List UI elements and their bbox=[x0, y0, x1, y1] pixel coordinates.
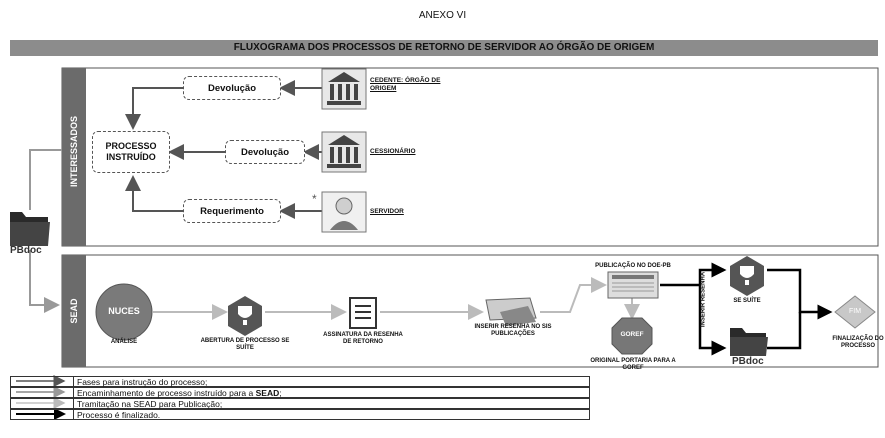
abertura-label: ABERTURA DE PROCESSO SE SUÍTE bbox=[200, 338, 290, 351]
analise-label: ANÁLISE bbox=[110, 339, 138, 345]
pbdoc-logo-right: PBdoc bbox=[732, 356, 764, 367]
goref-node bbox=[611, 317, 653, 355]
cessionario-label: CESSIONÁRIO bbox=[370, 148, 416, 155]
devolucao-box-1: Devolução bbox=[183, 76, 281, 100]
fim-label: FIM bbox=[848, 308, 862, 315]
legend-text-3: Tramitação na SEAD para Publicação; bbox=[77, 399, 223, 409]
legend-text-1: Fases para instrução do processo; bbox=[77, 377, 208, 387]
servidor-label: SERVIDOR bbox=[370, 208, 404, 215]
nuces-label: NUCES bbox=[108, 306, 140, 316]
original-portaria-label: ORIGINAL PORTARIA PARA A GOREF bbox=[590, 358, 676, 371]
assinatura-label: ASSINATURA DA RESENHA DE RETORNO bbox=[323, 332, 403, 345]
legend-row-3: Tramitação na SEAD para Publicação; bbox=[10, 398, 590, 409]
asterisk-marker: * bbox=[312, 192, 317, 206]
lane-label-interessados: INTERESSADOS bbox=[69, 115, 79, 187]
devolucao-box-2: Devolução bbox=[225, 140, 305, 164]
folder-icon-right bbox=[730, 328, 768, 356]
lane-sead-header bbox=[62, 255, 86, 367]
goref-label: GOREF bbox=[620, 331, 644, 338]
pbdoc-logo-left: PBdoc bbox=[10, 245, 42, 256]
lane-interessados-header bbox=[62, 68, 86, 246]
trophy-icon-abertura bbox=[228, 296, 262, 336]
newspaper-icon-doe bbox=[607, 271, 659, 299]
inserir-sis-label: INSERIR RESENHA NO SIS PUBLICAÇÕES bbox=[474, 324, 552, 337]
legend-text-4: Processo é finalizado. bbox=[77, 410, 161, 420]
folder-icon-left bbox=[10, 212, 50, 246]
fim-node bbox=[834, 295, 876, 329]
requerimento-box: Requerimento bbox=[183, 199, 281, 223]
legend-row-4: Processo é finalizado. bbox=[10, 409, 590, 420]
se-suite-label: SE SUÍTE bbox=[733, 298, 761, 304]
lane-label-sead: SEAD bbox=[69, 298, 79, 324]
legend-row-1: Fases para instrução do processo; bbox=[10, 376, 590, 387]
legend-text-2: Encaminhamento de processo instruído par… bbox=[77, 388, 282, 398]
publicacao-label: PUBLICAÇÃO NO DOE-PB bbox=[595, 263, 671, 269]
paper-hand-icon-sis bbox=[485, 297, 537, 326]
nuces-node bbox=[95, 283, 153, 341]
trophy-icon-se-suite bbox=[730, 256, 764, 296]
document-icon-assinatura bbox=[349, 297, 377, 329]
person-icon-servidor bbox=[321, 191, 367, 233]
annex-label: ANEXO VI bbox=[418, 10, 467, 21]
legend-row-2: Encaminhamento de processo instruído par… bbox=[10, 387, 590, 398]
institution-icon-cedente bbox=[321, 68, 367, 110]
finalizacao-label: FINALIZAÇÃO DO PROCESSO bbox=[832, 336, 884, 349]
processo-instruido-box: PROCESSO INSTRUÍDO bbox=[92, 131, 170, 173]
cedente-label: CEDENTE: ÓRGÃO DE ORIGEM bbox=[370, 77, 441, 92]
inserir-resenha-vertical-label: INSERIR RESENHA bbox=[700, 271, 707, 328]
institution-icon-cessionario bbox=[321, 131, 367, 173]
flowchart-title: FLUXOGRAMA DOS PROCESSOS DE RETORNO DE S… bbox=[10, 40, 878, 56]
